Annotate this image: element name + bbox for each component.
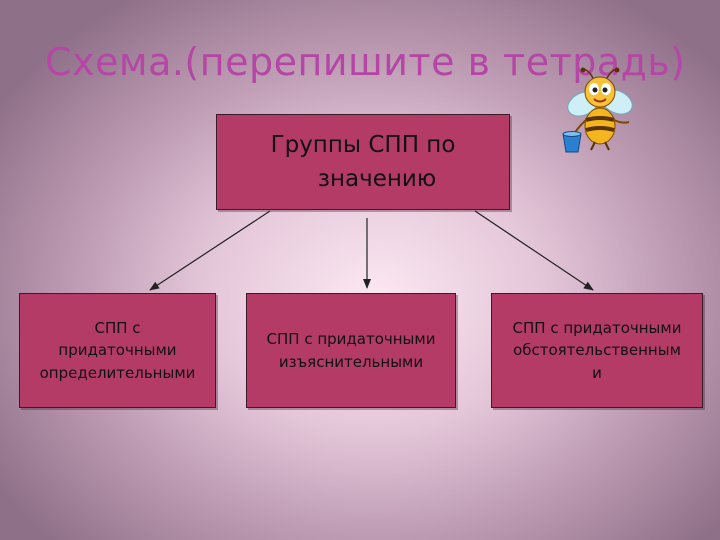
child-node-line: и <box>592 363 602 382</box>
arrow-left <box>149 210 271 291</box>
child-node-line: обстоятельственным <box>513 341 681 360</box>
child-node-line: СПП с <box>94 318 141 337</box>
bee-icon <box>553 62 643 157</box>
child-node-line: СПП с придаточными <box>266 330 436 348</box>
child-node-adverbial: СПП с придаточными обстоятельственным и <box>491 293 703 408</box>
child-node-attributive: СПП с придаточными определительными <box>19 293 216 408</box>
child-node-line: определительными <box>39 363 196 382</box>
child-node-line: изъяснительными <box>278 352 424 371</box>
child-node-line: СПП с придаточными <box>512 318 682 337</box>
slide-title: Схема.(перепишите в тетрадь) <box>45 40 686 84</box>
arrow-right <box>474 210 594 291</box>
child-node-explanatory: СПП с придаточными изъяснительными <box>246 293 456 408</box>
root-node-line-2: значению <box>317 166 437 192</box>
root-node-line-1: Группы СПП по <box>270 131 456 158</box>
child-node-line: придаточными <box>58 341 177 360</box>
root-node: Группы СПП по значению <box>216 114 510 210</box>
